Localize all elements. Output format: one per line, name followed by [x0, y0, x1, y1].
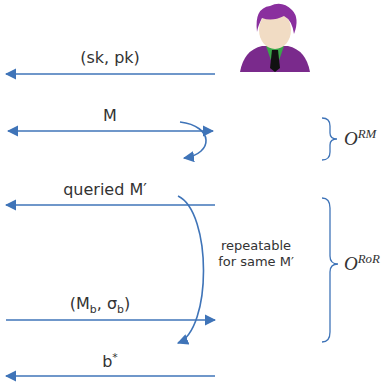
message-label: b*: [102, 351, 118, 372]
message-label: M: [103, 106, 117, 125]
text-part: b: [102, 352, 112, 371]
loop-arrow: [178, 196, 204, 343]
brace: [322, 118, 337, 160]
text-part: , σ: [97, 294, 117, 313]
text-part: (sk, pk): [80, 48, 140, 67]
message-label: queried M′: [63, 180, 147, 199]
adversary-figure: [240, 4, 310, 72]
text-part: queried M′: [63, 180, 147, 199]
arrow: [6, 375, 215, 377]
message-label: (Mb, σb): [70, 294, 130, 316]
arrow: [6, 204, 215, 206]
text-part: O: [344, 253, 358, 274]
message-arrows: [6, 74, 215, 376]
text-part: b: [90, 303, 97, 316]
text-part: RoR: [358, 251, 380, 266]
text-part: ): [124, 294, 130, 313]
oracle-label: ORoR: [344, 251, 380, 276]
arrow: [6, 73, 215, 75]
text-part: *: [112, 351, 117, 364]
message-label: (sk, pk): [80, 48, 140, 67]
arrow: [6, 319, 215, 321]
text-part: M: [103, 106, 117, 125]
note: repeatable for same M′: [212, 238, 300, 269]
text-part: (M: [70, 294, 90, 313]
text-part: RM: [358, 126, 377, 141]
text-part: b: [117, 303, 124, 316]
arrow: [8, 130, 213, 132]
text-part: O: [344, 128, 358, 149]
text-part: repeatable for same M′: [218, 238, 294, 269]
braces: [322, 118, 338, 342]
loop-arrow: [180, 122, 206, 158]
brace: [322, 198, 338, 342]
oracle-label: ORM: [344, 126, 376, 151]
